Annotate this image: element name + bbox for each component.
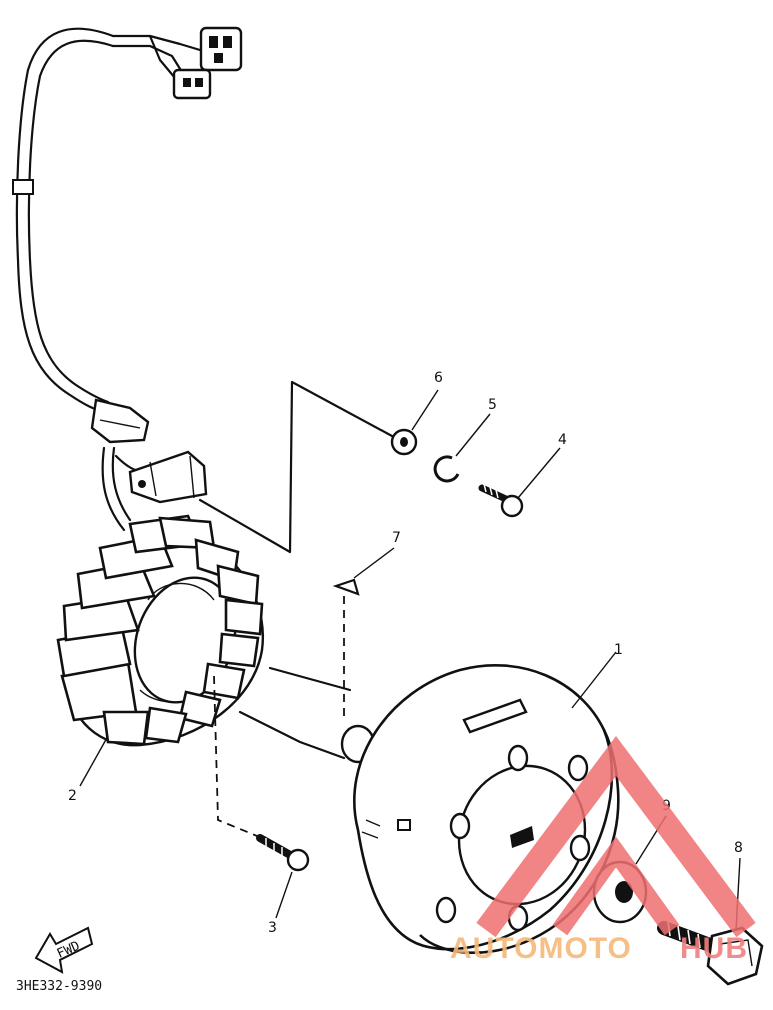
rotor-bolt-8 (657, 921, 764, 986)
callout-5: 5 (488, 397, 497, 413)
callout-4: 4 (558, 432, 567, 448)
callout-1: 1 (614, 642, 623, 658)
part-code: 3HE332-9390 (16, 979, 102, 994)
connector-plug-lower (172, 68, 212, 100)
watermark-logo (476, 735, 756, 938)
flywheel-rotor (353, 664, 620, 954)
lock-washer-5 (433, 455, 460, 483)
watermark-text-a: AUTOMOTO (450, 932, 632, 965)
screw-4 (478, 483, 524, 518)
wire-harness (12, 27, 202, 414)
leader-lines (79, 389, 741, 931)
connector-plug-upper (199, 26, 243, 72)
pickup-coil (128, 450, 208, 504)
stator-pole-windings (56, 514, 264, 746)
watermark-text-b: HUB (680, 932, 748, 965)
pickup-bracket-leader (198, 380, 394, 554)
callout-7: 7 (392, 530, 401, 546)
callout-6: 6 (434, 370, 443, 386)
callout-3: 3 (268, 920, 277, 936)
callout-2: 2 (68, 788, 77, 804)
washer-6 (390, 428, 418, 456)
grommet (90, 398, 150, 444)
woodruff-key-7 (332, 578, 360, 718)
fwd-arrow-icon: FWD (34, 926, 94, 974)
stator-bolt-3 (213, 675, 310, 872)
callout-8: 8 (734, 840, 743, 856)
crankshaft-end (238, 666, 376, 764)
